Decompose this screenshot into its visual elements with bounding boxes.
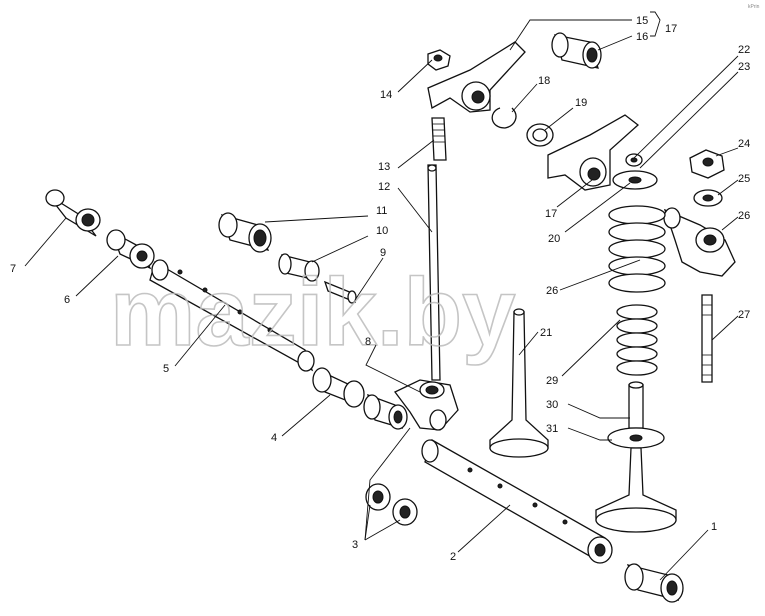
spacer-part-10: [278, 253, 320, 282]
callout-3: 3: [352, 539, 358, 551]
callout-15: 15: [636, 15, 648, 27]
callout-11: 11: [376, 205, 387, 217]
rocker-shaft-part-5: [149, 259, 315, 372]
callout-24: 24: [738, 138, 750, 150]
callout-9: 9: [380, 247, 386, 259]
callout-25: 25: [738, 173, 750, 185]
valve-large: [595, 447, 677, 533]
callout-17-lower: 17: [545, 208, 557, 220]
nut-part-14: [427, 49, 451, 71]
callout-26-upper: 26: [738, 210, 750, 222]
valve-seat-washer-part-31: [607, 427, 665, 449]
retainer-clip-part-18: [491, 107, 517, 129]
adjusting-screw-part-13: [431, 117, 447, 161]
rocker-arm-part-15: [427, 41, 526, 113]
bushing-small-near-tappet: [363, 393, 408, 430]
valve-guide-part-30: [628, 381, 644, 429]
callout-17-brace: 17: [665, 23, 677, 35]
bushing-part-11: [218, 212, 272, 253]
callout-26-lower: 26: [546, 285, 558, 297]
callout-30: 30: [546, 399, 558, 411]
valve-spring-inner-part-29: [616, 304, 658, 376]
callout-6: 6: [64, 294, 70, 306]
push-rod-part-12: [427, 164, 441, 381]
callout-labels: 7 6 5 4 3 2 1 8 9 10 11 12 13 14 15 16 1…: [10, 15, 750, 563]
callout-8: 8: [365, 336, 371, 348]
callout-12: 12: [378, 181, 390, 193]
bushing-part-6: [106, 229, 155, 270]
callout-22: 22: [738, 44, 750, 56]
callout-27: 27: [738, 309, 750, 321]
bushing-pair-part-3: [365, 483, 418, 526]
valve-part-21: [489, 308, 549, 458]
callout-5: 5: [163, 363, 169, 375]
callout-14: 14: [380, 89, 392, 101]
callout-18: 18: [538, 75, 550, 87]
callout-20: 20: [548, 233, 560, 245]
callout-10: 10: [376, 225, 388, 237]
callout-21: 21: [540, 327, 552, 339]
callout-23: 23: [738, 61, 750, 73]
callout-7: 7: [10, 263, 16, 275]
callout-4: 4: [271, 432, 277, 444]
spring-retainer-part-20: [612, 170, 658, 190]
bushing-part-1: [624, 563, 684, 603]
stud-part-27: [701, 294, 713, 383]
callout-19: 19: [575, 97, 587, 109]
bushing-part-4: [312, 367, 365, 408]
parts-drawing: [45, 32, 736, 603]
callout-29: 29: [546, 375, 558, 387]
callout-31: 31: [546, 423, 558, 435]
callout-13: 13: [378, 161, 390, 173]
washer-part-25: [693, 189, 723, 207]
valve-spring-outer-part-26: [608, 205, 666, 293]
callout-16: 16: [636, 31, 648, 43]
rocker-arm-part-17: [547, 114, 640, 191]
bushing-part-7: [45, 189, 101, 237]
nut-part-24: [689, 149, 725, 179]
tappet-part-8: [394, 379, 459, 431]
callout-2: 2: [450, 551, 456, 563]
rocker-bracket-part-26: [663, 207, 736, 277]
callout-1: 1: [711, 521, 717, 533]
pin-part-9: [323, 280, 357, 304]
washer-part-19: [526, 123, 554, 147]
leader-lines: [24, 11, 739, 581]
shaft-part-2: [421, 439, 613, 564]
corner-mark: kPrin: [748, 4, 760, 10]
valve-cap-part-22: [625, 153, 643, 167]
bushing-part-16: [551, 32, 602, 69]
watermark-text: mazik.by: [110, 259, 516, 366]
